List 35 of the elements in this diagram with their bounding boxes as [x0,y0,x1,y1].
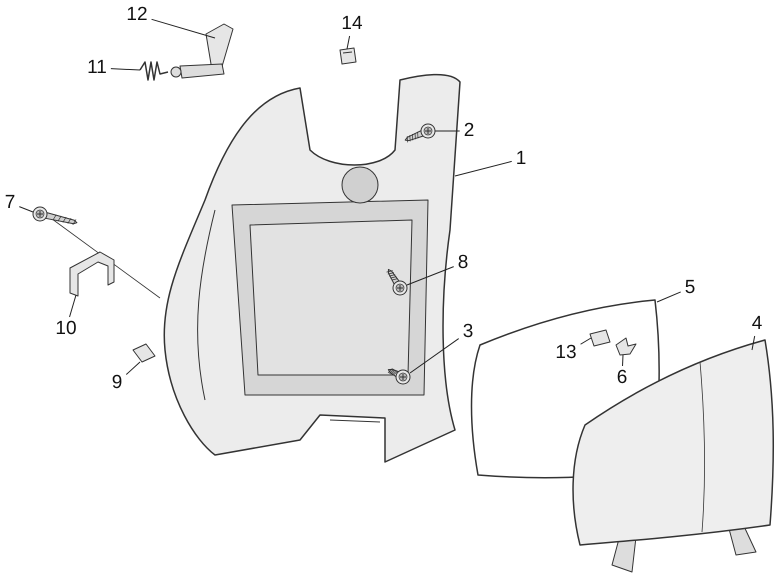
leader-line [69,294,76,318]
clip-drawing [132,344,156,362]
clip-drawing [340,48,356,64]
leader-line [434,130,460,132]
callout-number: 6 [616,368,628,388]
callout-number: 4 [752,314,762,334]
leader-line [346,36,350,50]
callout-number: 7 [4,193,16,213]
lever-drawing [170,24,234,78]
callout-number: 1 [516,149,526,169]
callout-number: 10 [55,319,77,339]
callout-number: 11 [87,58,107,78]
spring-drawing [139,61,168,81]
callout-number: 14 [341,14,363,34]
leader-line [18,206,34,212]
leader-line [151,18,216,38]
screw-drawing [388,368,410,384]
leader-line [752,336,756,350]
callout-number: 9 [112,373,122,393]
leader-line [454,160,512,176]
leader-line [656,291,682,302]
callout-number: 5 [684,278,696,298]
screw-drawing [32,206,78,226]
leader-line [406,266,454,286]
leader-line [410,338,460,374]
callout-number: 12 [126,5,148,25]
leader-line [622,354,624,366]
leader-line [110,68,140,70]
bracket-drawing [70,252,114,296]
leader-line [580,338,592,345]
leader-line [126,362,140,376]
callout-number: 2 [464,121,474,141]
callout-number: 3 [462,322,474,342]
callout-number: 13 [555,343,577,363]
callout-number: 8 [458,253,468,273]
